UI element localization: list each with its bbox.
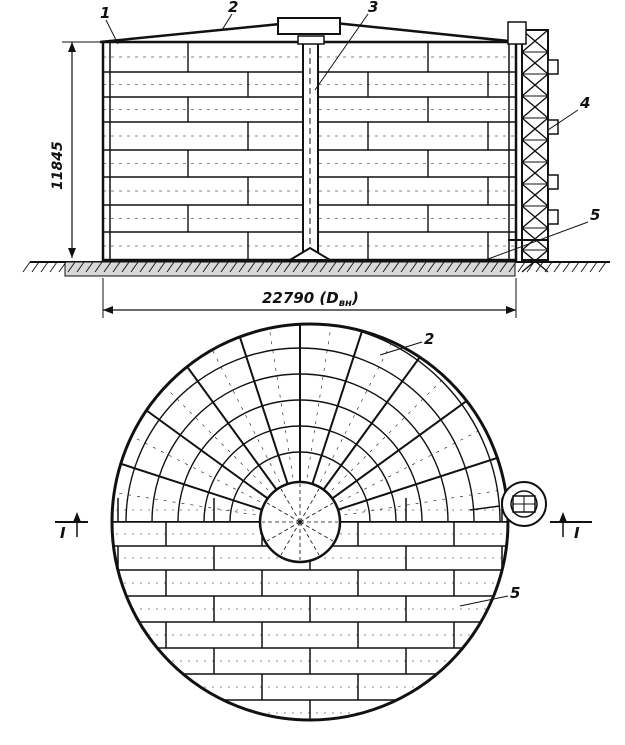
plan-callout-bottom: 5 [510,584,520,602]
svg-text:22790 (Dвн): 22790 (Dвн) [262,289,359,309]
diameter-dimension: 22790 (Dвн) [102,278,517,318]
section-marker-left: I [55,512,88,542]
section-label-right: I [574,524,580,542]
roof-hatch [277,17,341,35]
callout-roof: 2 [228,0,238,16]
callout-bottom: 5 [590,206,600,224]
plan-stair [469,481,547,527]
plan-outline [110,322,510,722]
central-column [286,35,334,261]
roof-framing [112,324,508,522]
elevation-callouts: 1 2 3 4 5 [100,0,600,263]
plan-callout-roof: 2 [424,330,434,348]
plan-view: I I 2 5 [55,322,592,722]
section-label-left: I [60,524,66,542]
diameter-close: ) [351,289,359,307]
callout-shell: 1 [100,4,110,22]
section-marker-right: I [550,512,592,542]
height-dimension: 11845 [50,41,100,258]
plan-callouts: 2 5 [379,330,520,607]
central-manhole [258,480,342,564]
height-label: 11845 [50,141,66,190]
diameter-label: 22790 (D [262,289,339,307]
callout-stair: 4 [579,94,590,112]
ground-line [22,261,610,277]
callout-column: 3 [368,0,378,16]
elevation-view: 11845 22790 (Dвн) 1 2 3 4 5 [22,0,610,318]
diameter-subscript: вн [339,298,352,309]
stair-tower [507,21,559,273]
